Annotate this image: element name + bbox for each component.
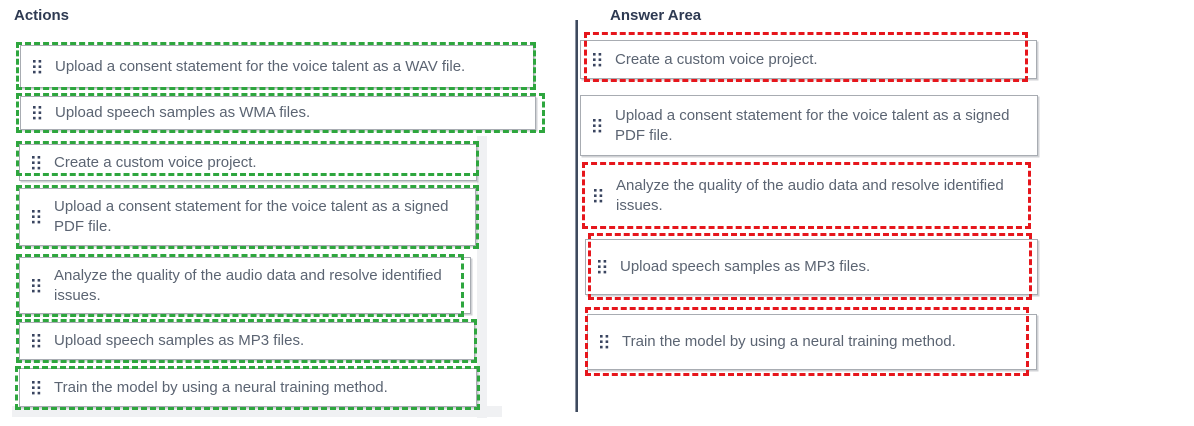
drag-item-label: Upload speech samples as MP3 files. [620,258,871,275]
actions-title: Actions [14,7,70,24]
drag-handle-icon[interactable] [32,334,41,348]
panel-shadow-right [477,136,487,418]
drag-handle-icon[interactable] [32,155,41,170]
drag-item-label: Upload a consent statement for the voice… [615,106,1010,144]
drag-item-label: Train the model by using a neural traini… [54,378,388,396]
answer-item-1[interactable]: Create a custom voice project. [580,32,1037,82]
drag-handle-icon[interactable] [600,335,609,349]
drag-handle-icon[interactable] [593,118,602,133]
drag-item-label: Create a custom voice project. [615,50,818,68]
drag-item-label: Upload a consent statement for the voice… [55,57,466,75]
drag-item-label: Analyze the quality of the audio data an… [54,266,442,304]
action-item-6[interactable]: Upload speech samples as MP3 files. [16,319,477,363]
action-item-7[interactable]: Train the model by using a neural traini… [15,366,480,410]
column-divider [575,20,578,412]
drag-item-label: Upload speech samples as MP3 files. [54,332,305,349]
drag-item-label: Create a custom voice project. [54,153,257,171]
action-item-2[interactable]: Upload speech samples as WMA files. [16,93,545,133]
action-item-3[interactable]: Create a custom voice project. [16,141,479,181]
action-item-4[interactable]: Upload a consent statement for the voice… [16,185,479,249]
action-item-5[interactable]: Analyze the quality of the audio data an… [16,254,471,317]
answer-item-2[interactable]: Upload a consent statement for the voice… [580,95,1038,156]
drag-handle-icon[interactable] [32,210,41,224]
drag-handle-icon[interactable] [594,188,603,203]
answer-area-title: Answer Area [610,7,702,24]
drag-handle-icon[interactable] [593,52,602,67]
answer-item-4[interactable]: Upload speech samples as MP3 files. [585,233,1038,300]
panel-shadow-bottom [12,406,502,417]
drag-item-label: Upload speech samples as WMA files. [55,104,311,121]
answer-item-3[interactable]: Analyze the quality of the audio data an… [582,162,1031,229]
drag-handle-icon[interactable] [32,380,41,395]
drag-handle-icon[interactable] [33,106,42,120]
action-item-1[interactable]: Upload a consent statement for the voice… [16,42,536,90]
drag-item-label: Train the model by using a neural traini… [622,333,956,350]
drag-handle-icon[interactable] [32,278,41,293]
drag-item-label: Analyze the quality of the audio data an… [616,176,1004,214]
answer-item-5[interactable]: Train the model by using a neural traini… [585,307,1037,376]
drag-item-label: Upload a consent statement for the voice… [54,198,449,235]
drag-handle-icon[interactable] [598,260,607,274]
drag-handle-icon[interactable] [33,59,42,74]
